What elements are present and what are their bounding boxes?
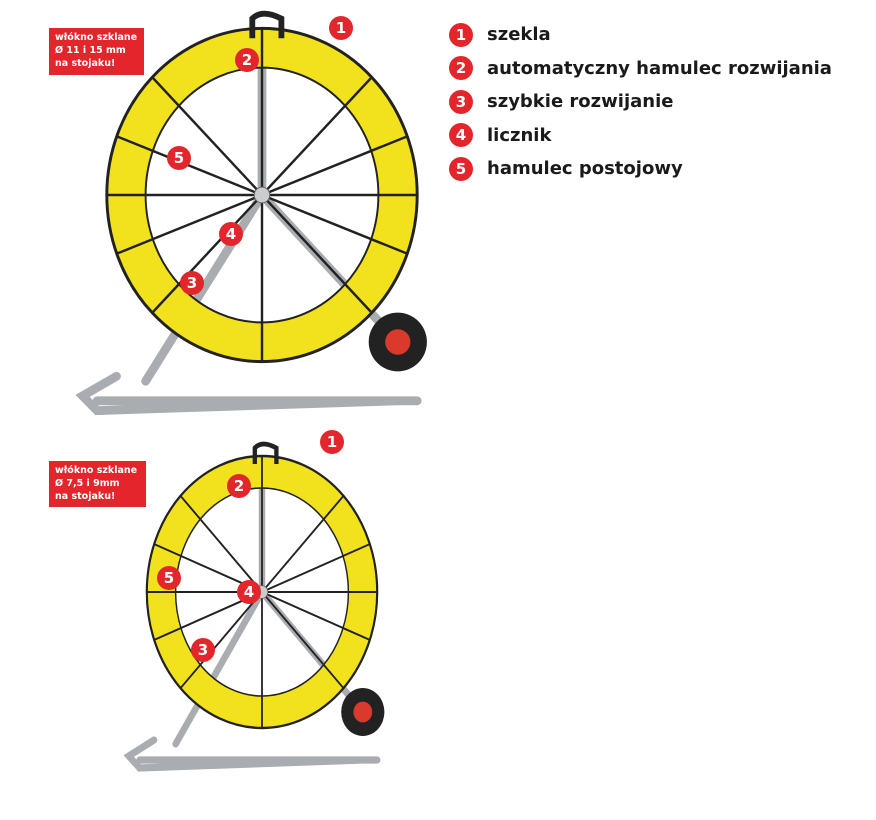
legend-item-auto-brake: 2 automatyczny hamulec rozwijania bbox=[449, 52, 832, 86]
callout-3-bottom: 3 bbox=[191, 638, 215, 662]
legend-number: 2 bbox=[449, 56, 473, 81]
badge-line: Ø 7,5 i 9mm bbox=[55, 478, 120, 489]
legend-label: automatyczny hamulec rozwijania bbox=[487, 57, 832, 79]
callout-4-bottom: 4 bbox=[237, 580, 261, 604]
badge-line: włókno szklane bbox=[55, 465, 138, 476]
legend-number: 5 bbox=[449, 156, 473, 181]
legend-label: szybkie rozwijanie bbox=[487, 91, 674, 113]
callout-4-top: 4 bbox=[219, 222, 243, 246]
reel-small-image bbox=[129, 444, 385, 768]
legend-number: 4 bbox=[449, 123, 473, 148]
callout-2-bottom: 2 bbox=[227, 474, 251, 498]
legend-number: 3 bbox=[449, 89, 473, 114]
legend-item-parking-brake: 5 hamulec postojowy bbox=[449, 152, 832, 186]
callout-2-top: 2 bbox=[235, 48, 259, 72]
badge-line: na stojaku! bbox=[55, 58, 116, 69]
callout-5-top: 5 bbox=[167, 146, 191, 170]
legend-label: hamulec postojowy bbox=[487, 158, 683, 180]
legend-number: 1 bbox=[449, 22, 473, 47]
badge-top: włókno szklane Ø 11 i 15 mm na stojaku! bbox=[49, 28, 144, 75]
badge-bottom: włókno szklane Ø 7,5 i 9mm na stojaku! bbox=[49, 461, 146, 507]
legend-item-shackle: 1 szekla bbox=[449, 18, 832, 52]
callout-1-bottom: 1 bbox=[320, 430, 344, 454]
callout-5-bottom: 5 bbox=[157, 566, 181, 590]
callout-1-top: 1 bbox=[329, 16, 353, 40]
legend-item-fast-unwind: 3 szybkie rozwijanie bbox=[449, 85, 832, 119]
legend-label: licznik bbox=[487, 124, 552, 146]
badge-line: włókno szklane bbox=[55, 32, 138, 43]
legend-item-counter: 4 licznik bbox=[449, 119, 832, 153]
legend-label: szekla bbox=[487, 24, 551, 46]
badge-line: na stojaku! bbox=[55, 491, 116, 502]
feature-legend: 1 szekla 2 automatyczny hamulec rozwijania… bbox=[449, 18, 832, 186]
badge-line: Ø 11 i 15 mm bbox=[55, 45, 126, 56]
callout-3-top: 3 bbox=[180, 271, 204, 295]
